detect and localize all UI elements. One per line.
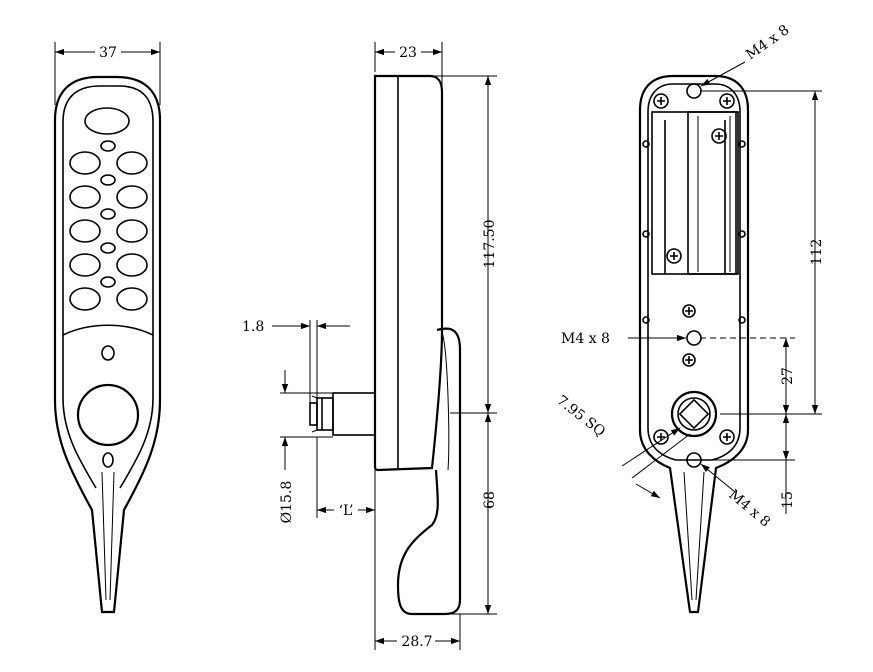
side-depth-dim: 23 (399, 45, 417, 61)
lever-inner-line (101, 471, 115, 601)
keypad-divider (62, 324, 154, 336)
back-height-dim: 112 (809, 239, 825, 266)
side-height-dim: 117.50 (482, 220, 498, 269)
spindle-square (670, 390, 718, 438)
handle-knob (76, 383, 140, 447)
key-top-oval (84, 107, 130, 135)
lever-hole (102, 452, 114, 468)
back-middle-screw-label: M4 x 8 (561, 331, 610, 347)
side-view: 23 117.50 68 28.7 1.8 Ø15.8 ‘L’ (242, 42, 498, 650)
side-spindle-diameter-dim: Ø15.8 (279, 481, 295, 524)
back-screws (653, 93, 735, 445)
back-inner-outline (647, 83, 741, 461)
side-main-body (373, 74, 444, 472)
back-offset-dim: 27 (780, 367, 796, 385)
keypad-buttons (69, 140, 148, 311)
side-lever (396, 327, 462, 616)
front-bezel (62, 85, 154, 489)
side-lower-dim: 68 (482, 491, 498, 509)
indicator-led (101, 345, 115, 361)
back-mount-holes (642, 83, 746, 468)
back-lever-line (683, 471, 705, 601)
back-view: 112 27 15 M4 x 8 M4 x 8 7.95 SQ M4 x 8 (554, 22, 825, 614)
back-square-label: 7.95 SQ (554, 393, 609, 441)
back-top-screw-label: M4 x 8 (743, 22, 792, 63)
front-width-dim: 37 (99, 45, 117, 61)
back-body-outline (638, 74, 750, 614)
spindle (309, 392, 376, 436)
front-view: 37 (53, 42, 162, 614)
side-spindle-length-dim: ‘L’ (339, 503, 354, 519)
battery-compartment (651, 111, 739, 275)
side-plate-dim: 1.8 (242, 319, 264, 335)
side-overall-depth-dim: 28.7 (401, 634, 432, 650)
front-body-outline (53, 75, 162, 614)
back-bottom-offset-dim: 15 (780, 491, 796, 509)
back-bottom-screw-label: M4 x 8 (725, 487, 773, 531)
